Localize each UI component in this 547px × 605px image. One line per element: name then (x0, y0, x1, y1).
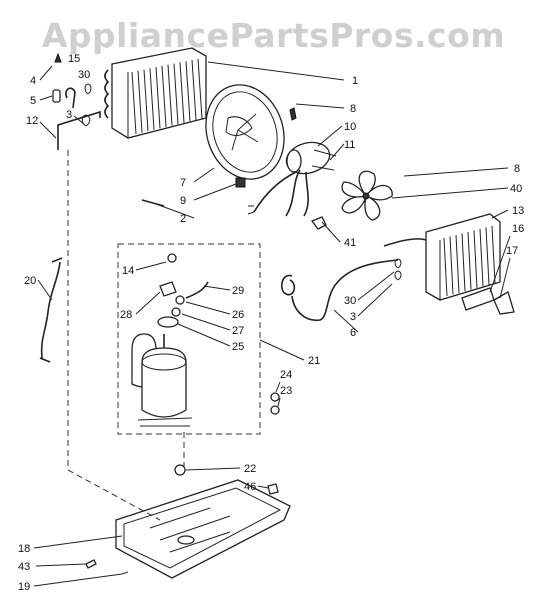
callout-label-c9: 9 (180, 195, 186, 207)
callout-leader-c26 (185, 301, 231, 315)
callout-leader-c29 (203, 285, 231, 291)
callout-label-c2: 2 (180, 213, 186, 225)
callout-leader-c27 (181, 313, 231, 331)
callout-leader-c3a (73, 115, 85, 125)
blower-fan-blade (341, 170, 393, 221)
callout-leader-c18 (33, 535, 123, 549)
callout-leader-c20 (37, 279, 53, 301)
callout-leader-c30b (357, 271, 395, 301)
callout-leader-c14 (135, 261, 167, 271)
callout-label-c8b: 8 (514, 163, 520, 175)
callout-leader-c9 (193, 183, 237, 201)
callout-leader-c10 (317, 125, 343, 147)
callout-label-c4: 4 (30, 75, 36, 87)
callout-label-c6: 6 (350, 327, 356, 339)
callout-label-c1: 1 (352, 75, 358, 87)
callout-leader-c19 (33, 573, 123, 587)
filter-parts (461, 287, 515, 315)
callout-label-c13: 13 (512, 205, 524, 217)
callout-label-c14: 14 (122, 265, 134, 277)
callout-leader-c6 (333, 309, 359, 333)
screws-lower-left (85, 559, 129, 575)
fan-motor (141, 107, 337, 230)
callout-leader-c41 (321, 221, 341, 243)
callout-leader-c7 (193, 167, 215, 183)
callout-label-c30a: 30 (78, 69, 90, 81)
callout-leader-c3b (357, 283, 393, 317)
callout-label-c40: 40 (510, 183, 522, 195)
callout-leader-c12 (39, 121, 57, 139)
callout-leader-c4 (39, 65, 53, 81)
callout-label-c11: 11 (344, 139, 355, 151)
base-pan (115, 464, 291, 579)
callout-leader-c23 (277, 397, 281, 407)
callout-label-c16: 16 (512, 223, 524, 235)
evaporator-coil (383, 213, 501, 301)
callout-leader-c21 (259, 339, 305, 361)
callout-leader-c5 (39, 95, 53, 101)
callout-label-c27: 27 (232, 325, 244, 337)
callout-label-c15: 15 (68, 53, 80, 65)
callout-leader-c25 (177, 323, 231, 347)
callout-leader-c8b (403, 167, 509, 177)
callout-label-c43: 43 (18, 561, 30, 573)
callout-leader-c43 (35, 563, 87, 567)
callout-label-c3a: 3 (66, 109, 72, 121)
callout-label-c18: 18 (18, 543, 30, 555)
callout-label-c26: 26 (232, 309, 244, 321)
connector-dashed-left (67, 150, 161, 521)
callout-label-c30b: 30 (344, 295, 356, 307)
callout-label-c28: 28 (120, 309, 132, 321)
callout-leader-c13 (491, 209, 509, 219)
callout-leader-c1 (207, 61, 345, 81)
callout-label-c25: 25 (232, 341, 244, 353)
callout-label-c5: 5 (30, 95, 36, 107)
callout-leader-c28 (135, 291, 161, 315)
callout-label-c24: 24 (280, 369, 292, 381)
callout-leader-c40 (391, 187, 509, 199)
callout-leader-c2 (155, 203, 195, 219)
callout-label-c19: 19 (18, 581, 30, 593)
callout-leader-c46 (257, 485, 269, 489)
isolators (270, 392, 280, 415)
power-cord (39, 257, 63, 363)
capillary-tube (280, 258, 402, 321)
callout-leader-c22 (185, 467, 241, 471)
callout-label-c41: 41 (344, 237, 356, 249)
callout-label-c20: 20 (24, 275, 36, 287)
callout-leader-c17 (499, 257, 511, 299)
watermark: AppliancePartsPros.com (41, 16, 506, 55)
callout-label-c7: 7 (180, 177, 186, 189)
callout-label-c23: 23 (280, 385, 292, 397)
callout-label-c21: 21 (308, 355, 320, 367)
callout-label-c8a: 8 (350, 103, 356, 115)
callout-label-c12: 12 (26, 115, 38, 127)
callout-label-c46: 46 (244, 481, 256, 493)
callout-label-c10: 10 (344, 121, 356, 133)
callout-leader-c11 (329, 143, 345, 161)
callout-leader-c24 (275, 381, 281, 393)
callout-label-c22: 22 (244, 463, 256, 475)
callout-leader-c8a (295, 103, 345, 109)
condenser-coil (104, 47, 207, 139)
callout-leader-c16 (489, 235, 511, 293)
small-parts-upper-left (52, 52, 101, 150)
callout-label-c29: 29 (232, 285, 244, 297)
callout-label-c3b: 3 (350, 311, 356, 323)
fan-shroud (205, 84, 285, 188)
callout-label-c17: 17 (506, 245, 518, 257)
compressor-assembly (117, 243, 261, 435)
